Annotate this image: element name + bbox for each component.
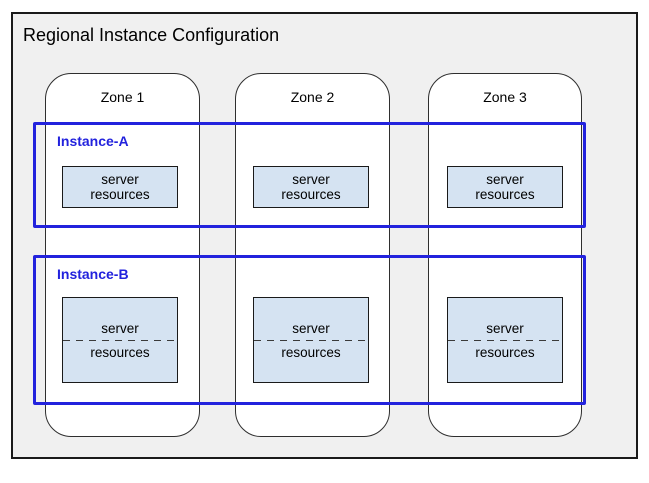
capacity-split-dashed-line (448, 339, 562, 341)
server-resources-box-b1: server resources (62, 297, 178, 383)
capacity-split-dashed-line (254, 339, 368, 341)
server-box-label-line: server (101, 172, 139, 187)
zone-1-label: Zone 1 (100, 89, 145, 105)
server-box-label-line: resources (475, 187, 535, 202)
server-box-label-line: resources (281, 187, 341, 202)
instance-a-box: Instance-A (33, 122, 586, 228)
zone-3-label: Zone 3 (483, 89, 527, 105)
instance-b-label: Instance-B (57, 266, 129, 282)
instance-b-box: Instance-B (33, 255, 586, 405)
server-box-label-line: resources (281, 344, 341, 360)
region-title: Regional Instance Configuration (23, 25, 280, 45)
server-resources-box-b3: server resources (447, 297, 563, 383)
zone-2-label: Zone 2 (290, 89, 335, 105)
server-resources-box-a2: server resources (253, 166, 369, 208)
server-box-label-line: server (486, 172, 524, 187)
server-box-label-line: server (101, 320, 139, 336)
server-box-label-line: resources (475, 344, 535, 360)
server-resources-box-a3: server resources (447, 166, 563, 208)
server-box-label-line: server (292, 320, 330, 336)
server-resources-box-b2: server resources (253, 297, 369, 383)
instance-a-label: Instance-A (57, 133, 129, 149)
server-resources-box-a1: server resources (62, 166, 178, 208)
server-box-label-line: server (486, 320, 524, 336)
server-box-label-line: resources (90, 187, 150, 202)
server-box-label-line: server (292, 172, 330, 187)
server-box-label-line: resources (90, 344, 150, 360)
capacity-split-dashed-line (63, 339, 177, 341)
